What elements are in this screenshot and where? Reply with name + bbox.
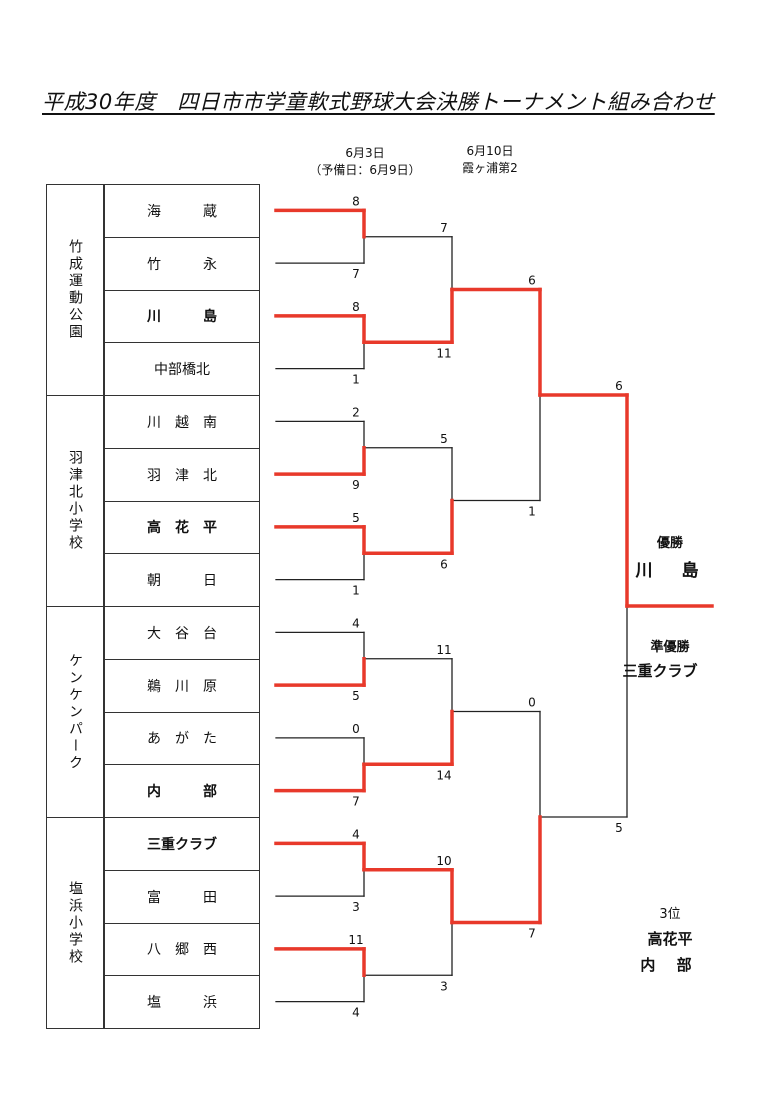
score-label: 7 [352,795,360,809]
score-label: 6 [440,557,448,571]
score-label: 11 [348,933,363,947]
score-label: 1 [528,505,536,519]
page-title: 平成30年度 四日市市学童軟式野球大会決勝トーナメント組み合わせ [42,90,715,114]
champion-label: 優勝 [656,536,683,551]
round1-date: 6月3日 [345,146,385,160]
team-cell: 塩 浜 [104,975,260,1029]
runner-up-label: 準優勝 [650,640,690,655]
score-label: 0 [352,722,360,736]
score-label: 1 [352,373,360,387]
round1-header: 6月3日 （予備日：6月9日） [300,145,430,179]
score-label: 1 [352,584,360,598]
score-label: 4 [352,616,360,630]
score-label: 2 [352,405,360,419]
round2-header: 6月10日 霞ヶ浦第2 [440,143,540,177]
round1-reserve-date: （予備日：6月9日） [309,163,421,177]
venue-name: 竹成運動公園 [67,239,83,341]
round2-venue: 霞ヶ浦第2 [462,161,518,175]
score-label: 3 [352,900,360,914]
runner-up-team: 三重クラブ [622,662,698,680]
score-label: 7 [528,927,536,941]
score-label: 0 [528,696,536,710]
score-label: 8 [352,194,360,208]
score-label: 3 [440,979,448,993]
champion-team: 川 島 [635,561,705,581]
score-label: 14 [436,768,451,782]
score-label: 9 [352,478,360,492]
score-label: 11 [436,346,451,360]
third-place-label: 3位 [659,907,681,922]
score-label: 5 [352,689,360,703]
score-label: 6 [528,274,536,288]
score-label: 6 [615,379,623,393]
score-label: 5 [615,821,623,835]
third-place-team-2: 内 部 [640,956,700,974]
third-place-team-1: 高花平 [647,930,693,948]
round2-date: 6月10日 [466,144,514,158]
score-label: 5 [440,432,448,446]
score-label: 11 [436,643,451,657]
score-label: 8 [352,300,360,314]
score-label: 10 [436,854,451,868]
score-label: 7 [352,267,360,281]
venue-name: ケンケンパーク [67,652,83,772]
score-label: 4 [352,1006,360,1020]
score-label: 5 [352,511,360,525]
score-label: 4 [352,827,360,841]
venue-name: 塩浜小学校 [67,880,83,966]
score-label: 7 [440,221,448,235]
venue-block: 塩浜小学校 [46,817,104,1029]
venue-name: 羽津北小学校 [67,450,83,552]
